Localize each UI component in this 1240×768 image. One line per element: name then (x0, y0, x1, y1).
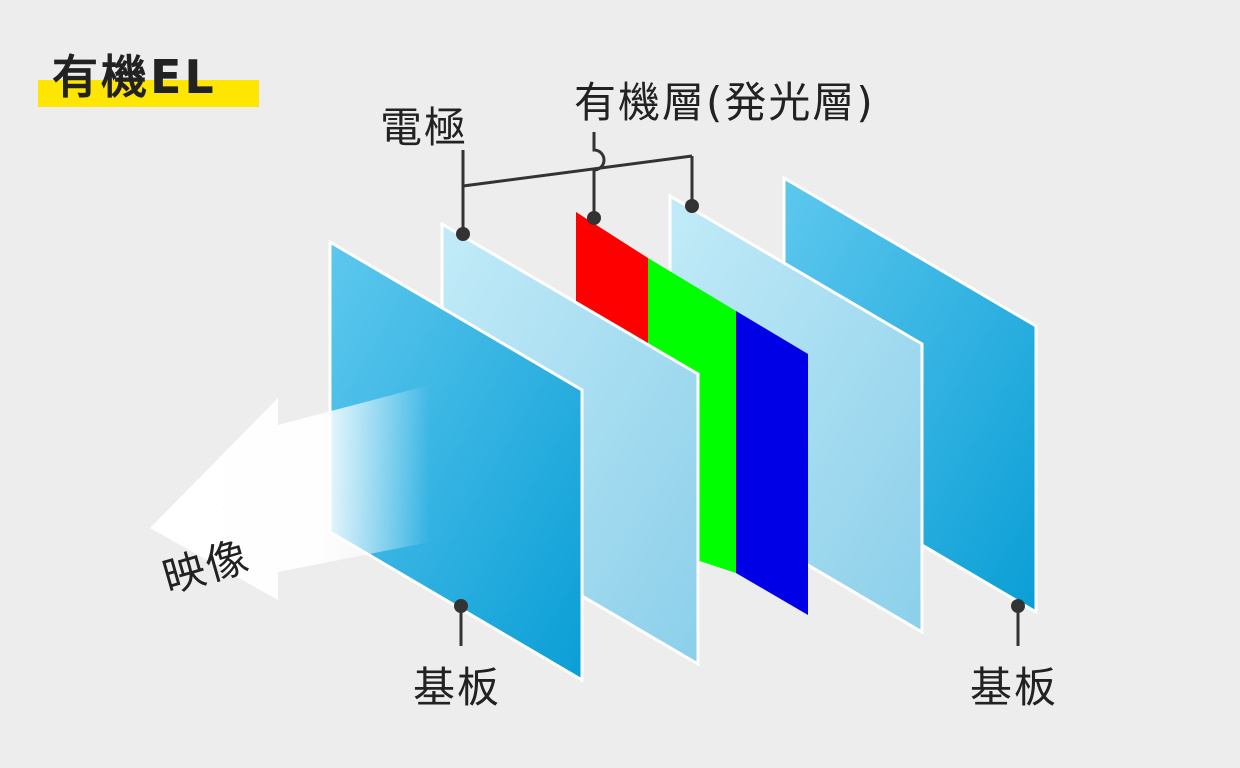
organic-layer-marker (587, 211, 601, 225)
substrate-back-label: 基板 (970, 663, 1058, 712)
substrate-front-label: 基板 (413, 663, 501, 712)
light-output-arrow (150, 385, 430, 600)
title-highlight (38, 80, 259, 107)
image-label: 映像 (157, 531, 255, 602)
electrode-label: 電極 (380, 103, 468, 152)
electrode-back-marker (685, 199, 699, 213)
substrate-back-marker (1011, 599, 1025, 613)
organic-layer-label: 有機層(発光層) (574, 78, 875, 127)
emitter-blue (736, 311, 808, 615)
leader-lines-top (461, 132, 694, 232)
substrate-front-marker (454, 599, 468, 613)
electrode-front-marker (456, 227, 470, 241)
page-title: 有機EL (52, 50, 217, 104)
